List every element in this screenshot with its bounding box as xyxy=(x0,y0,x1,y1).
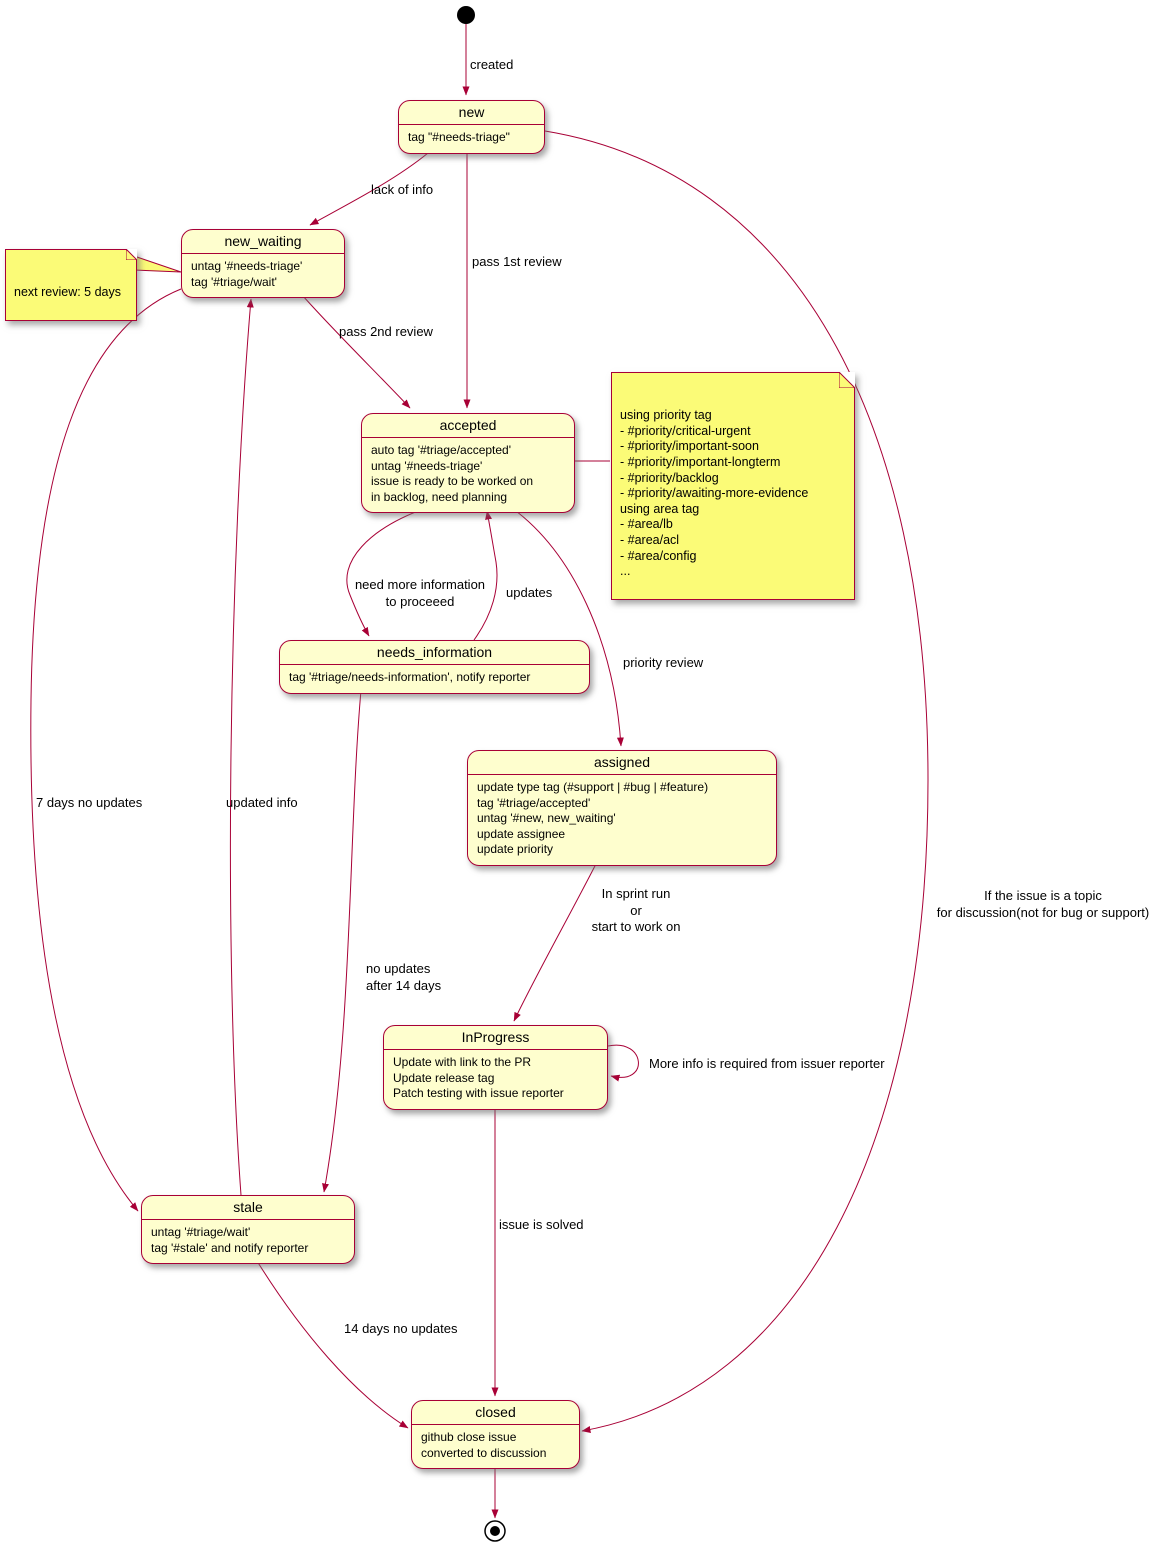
edge-label-14-days: 14 days no updates xyxy=(344,1321,458,1336)
note-text: using priority tag - #priority/critical-… xyxy=(620,408,809,579)
state-separator xyxy=(468,774,776,775)
edge-label-in-sprint: In sprint run or start to work on xyxy=(591,886,681,934)
state-body: tag "#needs-triage" xyxy=(408,130,510,144)
edge-label-topic-discussion: If the issue is a topic for discussion(n… xyxy=(936,888,1150,920)
final-state-inner xyxy=(490,1526,500,1536)
edge-label-lack-of-info: lack of info xyxy=(371,182,434,197)
state-closed: closed github close issue converted to d… xyxy=(411,1400,580,1469)
edge-priority-review-path xyxy=(511,507,624,747)
edge-label-issue-solved: issue is solved xyxy=(499,1217,584,1232)
edge-label-updates: updates xyxy=(506,585,553,600)
edge-updated-info-path xyxy=(229,298,254,1196)
state-title: new_waiting xyxy=(224,233,302,249)
edge-updates-path xyxy=(473,510,498,641)
state-title: new xyxy=(458,104,485,120)
state-separator xyxy=(182,253,344,254)
edge-in-sprint-path xyxy=(513,859,599,1022)
state-body: untag '#needs-triage' tag '#triage/wait' xyxy=(191,259,303,289)
state-body: untag '#triage/wait' tag '#stale' and no… xyxy=(151,1225,309,1255)
state-title: assigned xyxy=(593,754,651,770)
note-priority-tags: using priority tag - #priority/critical-… xyxy=(611,372,855,601)
state-separator xyxy=(399,124,544,125)
edge-label-no-updates-14: no updates after 14 days xyxy=(366,961,442,993)
edge-label-more-info-required: More info is required from issuer report… xyxy=(649,1056,885,1071)
edge-label-pass-1st-review: pass 1st review xyxy=(472,254,562,269)
state-title: InProgress xyxy=(461,1029,530,1045)
edge-label-pass-2nd-review: pass 2nd review xyxy=(339,324,433,339)
state-separator xyxy=(384,1049,607,1050)
edge-label-need-more-information: need more information to proceeed xyxy=(354,577,486,609)
state-body: tag '#triage/needs-information', notify … xyxy=(289,670,531,684)
state-title: needs_information xyxy=(376,644,493,660)
initial-state xyxy=(457,6,475,24)
state-title: closed xyxy=(475,1404,516,1420)
state-inprogress: InProgress Update with link to the PR Up… xyxy=(383,1025,608,1110)
note-text: next review: 5 days xyxy=(14,285,121,300)
state-body: Update with link to the PR Update releas… xyxy=(393,1055,564,1100)
final-state-outer xyxy=(484,1520,506,1542)
state-accepted: accepted auto tag '#triage/accepted' unt… xyxy=(361,413,575,513)
state-needs-information: needs_information tag '#triage/needs-inf… xyxy=(279,640,590,694)
edge-14-days-path xyxy=(256,1260,409,1429)
state-separator xyxy=(412,1424,579,1425)
note-fold-icon xyxy=(839,372,855,388)
edge-no-updates-14-path xyxy=(322,689,362,1193)
state-body: update type tag (#support | #bug | #feat… xyxy=(477,780,709,856)
state-new: new tag "#needs-triage" xyxy=(398,100,545,154)
state-body: github close issue converted to discussi… xyxy=(421,1430,547,1460)
state-separator xyxy=(142,1219,354,1220)
state-title: stale xyxy=(233,1199,263,1215)
state-title: accepted xyxy=(439,417,497,433)
edge-label-created: created xyxy=(470,57,514,72)
edge-label-updated-info: updated info xyxy=(226,795,298,810)
note-fold-icon xyxy=(126,249,137,260)
note-next-review: next review: 5 days xyxy=(5,249,137,322)
edge-self-loop-path xyxy=(607,1044,639,1082)
state-stale: stale untag '#triage/wait' tag '#stale' … xyxy=(141,1195,355,1264)
state-assigned: assigned update type tag (#support | #bu… xyxy=(467,750,777,866)
state-separator xyxy=(280,664,589,665)
edge-need-more-information-path xyxy=(346,507,427,637)
edge-7-days-path xyxy=(30,288,182,1212)
state-separator xyxy=(362,437,574,438)
edge-pass-2nd-review-path xyxy=(302,295,411,409)
note-tail xyxy=(133,255,182,273)
state-new-waiting: new_waiting untag '#needs-triage' tag '#… xyxy=(181,229,345,298)
edge-label-priority-review: priority review xyxy=(623,655,704,670)
edge-label-7-days: 7 days no updates xyxy=(36,795,143,810)
state-body: auto tag '#triage/accepted' untag '#need… xyxy=(371,443,534,504)
